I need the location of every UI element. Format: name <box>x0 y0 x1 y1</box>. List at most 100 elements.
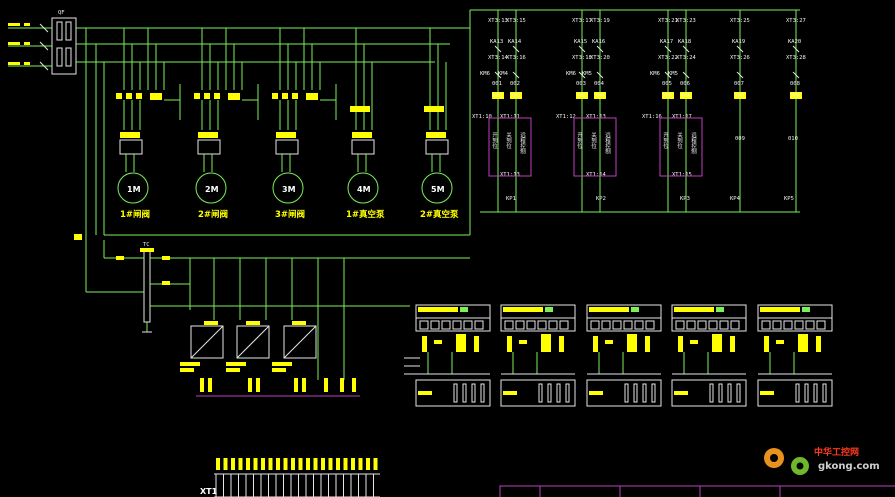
contactor-label: KM4 <box>498 71 509 77</box>
motor-branch-3: 3M 3#闸阀 <box>272 28 337 220</box>
vertical-label: 关到位 <box>505 131 512 149</box>
contactor-label: KM6 <box>650 71 660 77</box>
terminal-label: XT3:15 <box>506 18 526 24</box>
terminal-marker <box>298 458 303 470</box>
terminal-label: XT3:27 <box>786 18 806 24</box>
motor-branch-4: 4M 1#真空泵 <box>346 28 385 220</box>
watermark: 中华工控网 gkong.com <box>764 446 880 475</box>
gear-icon <box>764 448 809 475</box>
terminal-marker <box>216 458 220 470</box>
terminal-strip-label: XT1 <box>200 487 218 496</box>
group-box-3 <box>659 117 703 177</box>
terminal-marker <box>253 458 258 470</box>
motor-5-id: 5M <box>431 185 445 194</box>
terminal-marker <box>343 458 348 470</box>
motor-2-id: 2M <box>205 185 219 194</box>
relay-label: KA20 <box>788 39 801 45</box>
terminal-label: XT1:13 <box>586 114 606 120</box>
terminal-marker <box>328 458 333 470</box>
indicator-lamp <box>790 92 802 99</box>
indicator-lamp <box>576 92 588 99</box>
vertical-label: 开到位 <box>491 132 498 149</box>
group-box-1 <box>488 117 532 177</box>
terminal-label: XT1:14 <box>586 172 607 178</box>
terminal-marker <box>268 458 273 470</box>
terminal-marker <box>351 458 355 470</box>
terminal-label: XT1:12 <box>556 114 576 120</box>
terminal-label: XT3:21 <box>658 18 678 24</box>
relay-label: KA15 <box>574 39 587 45</box>
terminal-label: XT1:17 <box>672 114 692 120</box>
lamp-label: KH7 <box>735 93 745 99</box>
motor-branch-5: 5M 2#真空泵 <box>420 28 459 220</box>
terminal-label: XT3:16 <box>506 55 526 61</box>
lamp-label: KH3 <box>577 93 587 99</box>
control-transformer: TC <box>74 234 470 333</box>
relay-label: KA14 <box>508 39 522 45</box>
motor-1-name: 1#闸阀 <box>120 209 150 220</box>
terminal-label: XT3:19 <box>590 18 610 24</box>
terminal-marker <box>276 458 280 470</box>
contactor-label: KM6 <box>566 71 576 77</box>
instrument-2 <box>236 325 270 359</box>
lamp-label: KH6 <box>681 93 691 99</box>
motor-5-name: 2#真空泵 <box>420 209 459 220</box>
terminal-label: XT3:17 <box>572 18 592 24</box>
relay-label: KA18 <box>678 39 691 45</box>
indicator-lamp <box>492 92 504 99</box>
lamp-label: KH8 <box>791 93 801 99</box>
terminal-label: XT3:14 <box>488 55 509 61</box>
terminal-marker <box>358 458 363 470</box>
meter-panels <box>404 304 833 407</box>
terminal-marker <box>373 458 378 470</box>
wire-number: 004 <box>594 81 605 87</box>
motor-branch-1: 1M 1#闸阀 <box>116 28 181 220</box>
relay-label: KA19 <box>732 39 745 45</box>
relay-label: KP1 <box>506 196 516 202</box>
terminal-label: XT3:20 <box>590 55 610 61</box>
terminal-marker <box>261 458 265 470</box>
relay-label: KA16 <box>592 39 605 45</box>
terminal-label: XT3:25 <box>730 18 750 24</box>
watermark-cn: 中华工控网 <box>814 446 859 458</box>
vertical-label: 开到位 <box>576 132 583 149</box>
meter-terminal-block-5 <box>757 379 833 407</box>
contactor-label: KM6 <box>480 71 490 77</box>
motor-branch-2: 2M 2#闸阀 <box>194 28 259 220</box>
terminal-marker <box>283 458 288 470</box>
terminal-marker <box>291 458 295 470</box>
terminal-marker <box>223 458 228 470</box>
indicator-lamp <box>594 92 606 99</box>
transformer-label: TC <box>143 242 150 248</box>
relay-label: KP2 <box>596 196 606 202</box>
group-box-2 <box>573 117 617 177</box>
terminal-label: XT1:10 <box>472 114 492 120</box>
terminal-label: XT3:18 <box>572 55 592 61</box>
contactor-label: KM5 <box>668 71 678 77</box>
wire-number: 006 <box>680 81 690 87</box>
terminal-marker <box>231 458 235 470</box>
terminal-label: XT3:24 <box>676 55 697 61</box>
terminal-strip: XT1 <box>200 458 380 497</box>
wire-number: 009 <box>735 136 745 142</box>
vertical-label: 关到位 <box>590 131 597 149</box>
wire-number: 003 <box>576 81 586 87</box>
relay-label: KA17 <box>660 39 673 45</box>
terminal-label: XT3:13 <box>488 18 508 24</box>
vertical-label: 远程控制 <box>690 131 697 156</box>
instrument-3 <box>283 325 317 359</box>
breaker-label: QF <box>58 10 65 16</box>
motor-3-id: 3M <box>282 185 296 194</box>
vertical-label: 关到位 <box>676 131 683 149</box>
relay-label: KP3 <box>680 196 690 202</box>
indicator-lamp <box>662 92 674 99</box>
terminal-marker <box>313 458 318 470</box>
terminal-marker <box>238 458 243 470</box>
terminal-marker <box>321 458 325 470</box>
title-block-frame <box>499 485 895 497</box>
motor-3-name: 3#闸阀 <box>275 209 305 220</box>
wire-number: 005 <box>662 81 672 87</box>
meter-terminal-block-1 <box>415 379 491 407</box>
terminal-marker <box>366 458 370 470</box>
